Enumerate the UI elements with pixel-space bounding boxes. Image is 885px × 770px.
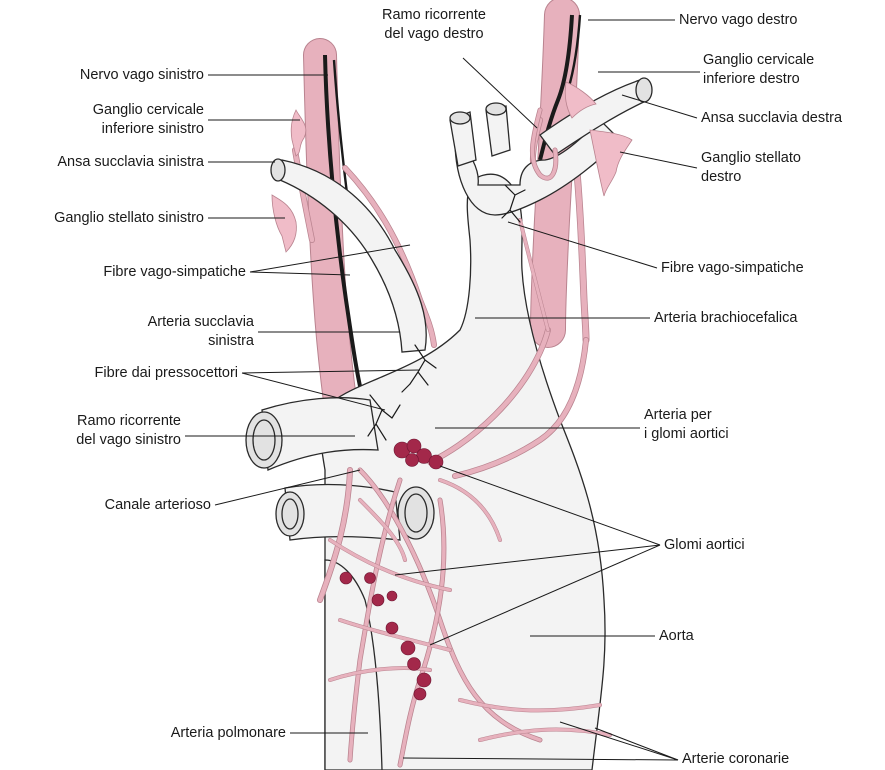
- right-stellate-ganglion: [590, 130, 632, 196]
- label-ramo-ricorrente-vago-sinistro: Ramo ricorrente del vago sinistro: [76, 412, 181, 450]
- label-arteria-per-i-glomi-aortici: Arteria per i glomi aortici: [644, 406, 729, 444]
- label-line: sinistra: [148, 332, 254, 351]
- label-glomi-aortici: Glomi aortici: [664, 536, 745, 555]
- label-nervo-vago-sinistro: Nervo vago sinistro: [80, 66, 204, 85]
- label-fibre-dai-pressocettori: Fibre dai pressocettori: [95, 364, 238, 383]
- label-line: Arteria succlavia: [148, 313, 254, 332]
- label-line: Arteria per: [644, 406, 729, 425]
- label-line: Ramo ricorrente: [382, 6, 486, 25]
- label-line: Ganglio stellato: [701, 149, 801, 168]
- label-ansa-succlavia-destra: Ansa succlavia destra: [701, 109, 842, 128]
- label-arteria-succlavia-sinistra: Arteria succlavia sinistra: [148, 313, 254, 351]
- label-fibre-vago-simpatiche-left: Fibre vago-simpatiche: [103, 263, 246, 282]
- label-ganglio-cervicale-inferiore-destro: Ganglio cervicale inferiore destro: [703, 51, 814, 89]
- label-line: i glomi aortici: [644, 425, 729, 444]
- left-stellate-ganglion: [272, 195, 296, 252]
- label-ganglio-stellato-destro: Ganglio stellato destro: [701, 149, 801, 187]
- label-aorta: Aorta: [659, 627, 694, 646]
- label-ganglio-cervicale-inferiore-sinistro: Ganglio cervicale inferiore sinistro: [93, 101, 204, 139]
- label-canale-arterioso: Canale arterioso: [105, 496, 211, 515]
- label-arteria-polmonare: Arteria polmonare: [171, 724, 286, 743]
- label-arterie-coronarie: Arterie coronarie: [682, 750, 789, 769]
- label-line: Ganglio cervicale: [703, 51, 814, 70]
- label-line: Ganglio cervicale: [93, 101, 204, 120]
- label-nervo-vago-destro: Nervo vago destro: [679, 11, 797, 30]
- label-arteria-brachiocefalica: Arteria brachiocefalica: [654, 309, 797, 328]
- label-line: Ramo ricorrente: [76, 412, 181, 431]
- label-line: del vago destro: [382, 25, 486, 44]
- label-line: inferiore destro: [703, 70, 814, 89]
- label-ansa-succlavia-sinistra: Ansa succlavia sinistra: [57, 153, 204, 172]
- label-line: inferiore sinistro: [93, 120, 204, 139]
- label-line: destro: [701, 168, 801, 187]
- label-line: del vago sinistro: [76, 431, 181, 450]
- label-ganglio-stellato-sinistro: Ganglio stellato sinistro: [54, 209, 204, 228]
- aorta-group: [246, 78, 652, 770]
- label-ramo-ricorrente-vago-destro: Ramo ricorrente del vago destro: [382, 6, 486, 44]
- label-fibre-vago-simpatiche-right: Fibre vago-simpatiche: [661, 259, 804, 278]
